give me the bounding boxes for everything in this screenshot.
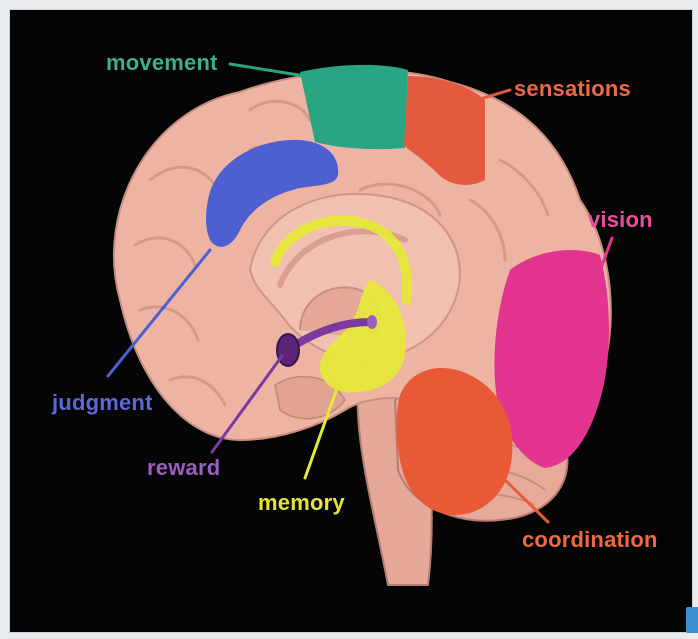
- reward-label: reward: [147, 456, 220, 480]
- movement-label: movement: [106, 51, 218, 75]
- reward-node-right: [367, 315, 377, 329]
- memory-label: memory: [258, 491, 345, 515]
- movement-leader: [230, 64, 305, 76]
- judgment-label: judgment: [52, 391, 153, 415]
- vision-label: vision: [588, 208, 653, 232]
- reward-node-left: [277, 334, 299, 366]
- corner-tab: [686, 607, 698, 633]
- coordination-label: coordination: [522, 528, 658, 552]
- movement-region: [300, 65, 408, 149]
- sensations-label: sensations: [514, 77, 631, 101]
